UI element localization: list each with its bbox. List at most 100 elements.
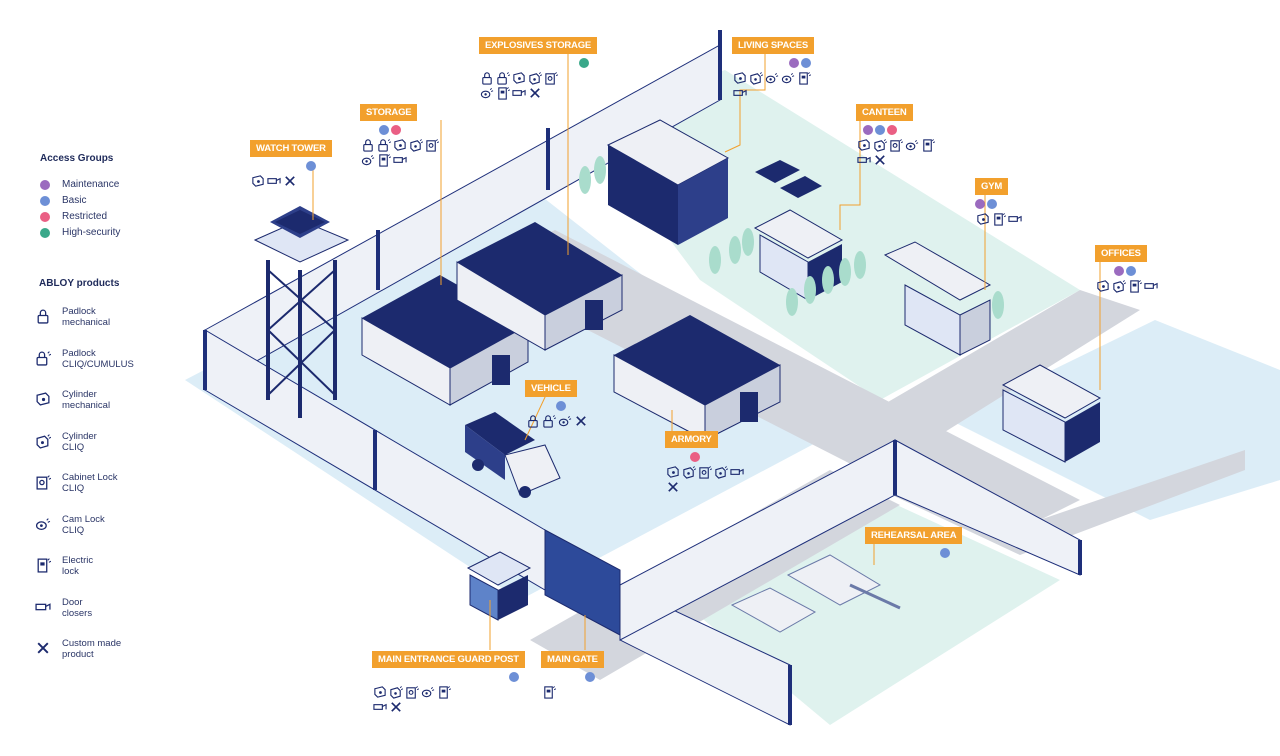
door-closer-icon xyxy=(511,86,526,100)
group-dot-restricted xyxy=(391,125,402,135)
product-label-line2: CLIQ xyxy=(62,483,85,494)
cylinder-mechanical-icon xyxy=(372,685,387,699)
cam-lock-icon xyxy=(479,86,494,100)
product-icons xyxy=(541,685,631,699)
padlock-cliq-icon xyxy=(376,138,391,152)
guard-post xyxy=(466,551,532,621)
door-closer-icon xyxy=(729,465,744,479)
group-dot-maintenance xyxy=(975,199,985,209)
electric-lock-icon xyxy=(34,556,52,574)
cars xyxy=(755,160,822,198)
cylinder-cliq-icon xyxy=(527,71,542,85)
product-label-line2: CLIQ/CUMULUS xyxy=(62,358,134,370)
gym-building xyxy=(883,241,992,356)
cylinder-mechanical-icon xyxy=(250,174,265,188)
main-gate xyxy=(544,529,621,636)
loc-watch-tower: WATCH TOWER xyxy=(250,138,340,188)
legend-group-basic: Basic xyxy=(40,195,86,206)
product-icons xyxy=(975,212,1065,226)
group-label: Maintenance xyxy=(62,179,120,190)
access-group-dots xyxy=(732,58,822,68)
cylinder-cliq-icon xyxy=(681,465,696,479)
custom-icon xyxy=(527,86,542,100)
access-group-dots xyxy=(975,199,1065,209)
cam-lock-icon xyxy=(557,414,572,428)
location-tag: LIVING SPACES xyxy=(732,37,815,54)
cabinet-lock-icon xyxy=(697,465,712,479)
group-dot-restricted xyxy=(690,452,701,462)
product-label-line1: Cylinder xyxy=(62,389,97,400)
product-label-line2: CLIQ xyxy=(62,524,85,536)
armory-building xyxy=(613,315,781,441)
group-dot-maintenance xyxy=(863,125,874,135)
legend-group-maintenance: Maintenance xyxy=(40,179,119,190)
group-dot-basic xyxy=(379,125,390,135)
cylinder-cliq-icon xyxy=(713,465,728,479)
cabinet-lock-icon xyxy=(404,685,419,699)
loc-rehearsal-area: REHEARSAL AREA xyxy=(865,525,963,558)
road xyxy=(840,290,1140,460)
custom-product-icon xyxy=(34,639,52,657)
cylinder-mechanical-icon xyxy=(732,71,747,85)
custom-icon xyxy=(388,700,403,714)
product-icons xyxy=(479,71,569,100)
padlock-mechanical-icon xyxy=(479,71,494,85)
access-group-dots xyxy=(1095,266,1185,276)
legend-group-high-security: High-security xyxy=(40,227,120,238)
tanks xyxy=(730,554,901,633)
location-tag: ARMORY xyxy=(665,431,718,448)
electric-lock-icon xyxy=(376,153,391,167)
cylinder-mechanical-icon xyxy=(1095,279,1110,293)
cylinder-mechanical-icon xyxy=(665,465,680,479)
cabinet-lock-icon xyxy=(543,71,558,85)
access-group-dots xyxy=(865,548,962,558)
electric-lock-icon xyxy=(1127,279,1142,293)
trees xyxy=(579,156,1004,319)
door-closer-icon xyxy=(392,153,407,167)
storage-building xyxy=(361,275,529,406)
cylinder-mechanical-icon xyxy=(856,138,871,152)
electric-lock-icon xyxy=(796,71,811,85)
cylinder-cliq-icon xyxy=(408,138,423,152)
group-dot xyxy=(40,179,50,190)
group-dot xyxy=(40,195,50,206)
location-tag: CANTEEN xyxy=(856,104,913,121)
group-dot-basic xyxy=(1126,266,1137,276)
cylinder-cliq-icon xyxy=(872,138,887,152)
location-tag: WATCH TOWER xyxy=(250,140,332,157)
loc-main-entrance-guard-post: MAIN ENTRANCE GUARD POST xyxy=(372,649,525,714)
product-label-line1: Electric xyxy=(62,555,94,566)
product-icons xyxy=(732,71,822,100)
access-group-dots xyxy=(541,672,631,682)
location-tag: EXPLOSIVES STORAGE xyxy=(479,37,598,54)
legend-group-restricted: Restricted xyxy=(40,211,107,222)
group-dot-basic xyxy=(987,199,997,209)
location-tag: OFFICES xyxy=(1095,245,1147,262)
cylinder-mechanical-icon xyxy=(511,71,526,85)
product-label-line2: mechanical xyxy=(62,400,111,411)
cylinder-cliq-icon xyxy=(34,432,52,450)
cabinet-lock-icon xyxy=(424,138,439,152)
padlock-mechanical-icon xyxy=(360,138,375,152)
electric-lock-icon xyxy=(495,86,510,100)
padlock-mechanical-icon xyxy=(34,307,52,325)
access-group-dots xyxy=(856,125,946,135)
product-label-line2: CLIQ xyxy=(62,441,85,453)
cam-lock-icon xyxy=(780,71,795,85)
product-label-line2: product xyxy=(62,649,94,660)
group-dot-basic xyxy=(875,125,886,135)
electric-lock-icon xyxy=(436,685,451,699)
cabinet-lock-cliq-icon xyxy=(34,473,52,491)
cylinder-cliq-icon xyxy=(388,685,403,699)
location-tag: REHEARSAL AREA xyxy=(865,527,963,544)
group-dot-maintenance xyxy=(788,58,799,68)
cam-lock-cliq-icon xyxy=(34,515,52,533)
product-icons xyxy=(360,138,450,167)
group-dot-basic xyxy=(584,672,595,682)
offices-building xyxy=(1001,364,1102,463)
